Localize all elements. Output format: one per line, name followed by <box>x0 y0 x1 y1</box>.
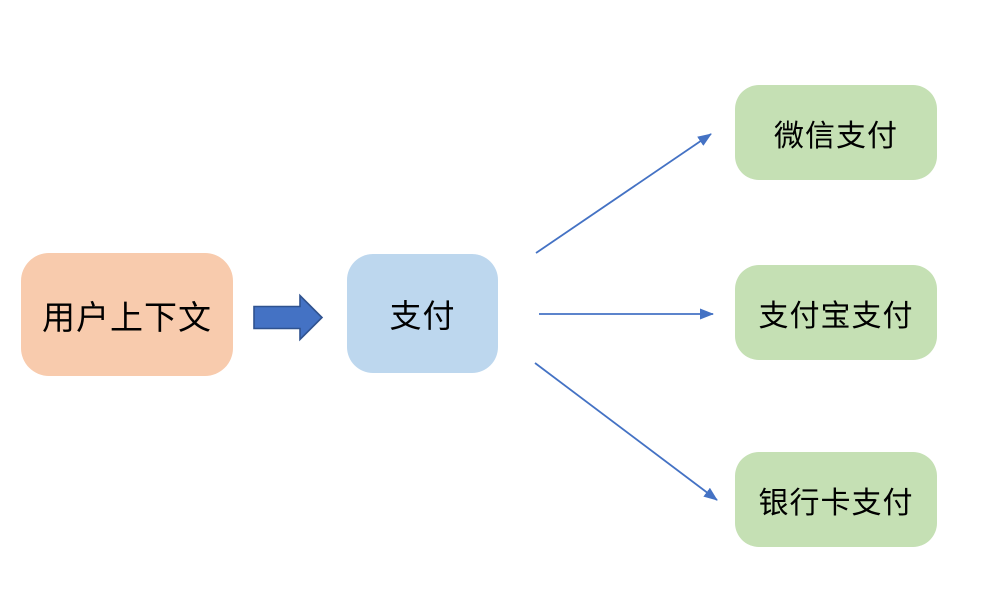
node-wechat-pay-label: 微信支付 <box>774 119 898 153</box>
node-bankcard-pay: 银行卡支付 <box>735 452 937 547</box>
node-alipay-label: 支付宝支付 <box>758 299 914 333</box>
node-payment: 支付 <box>347 254 498 373</box>
node-payment-label: 支付 <box>389 297 456 334</box>
connector-hub-to-bankcard <box>534 362 718 501</box>
connector-hub-to-wechat <box>535 133 712 254</box>
node-user-context-label: 用户上下文 <box>42 298 212 336</box>
node-wechat-pay: 微信支付 <box>735 85 937 180</box>
block-arrow-icon <box>253 293 324 342</box>
node-bankcard-pay-label: 银行卡支付 <box>758 486 914 520</box>
node-user-context: 用户上下文 <box>21 253 233 376</box>
node-alipay: 支付宝支付 <box>735 265 937 360</box>
